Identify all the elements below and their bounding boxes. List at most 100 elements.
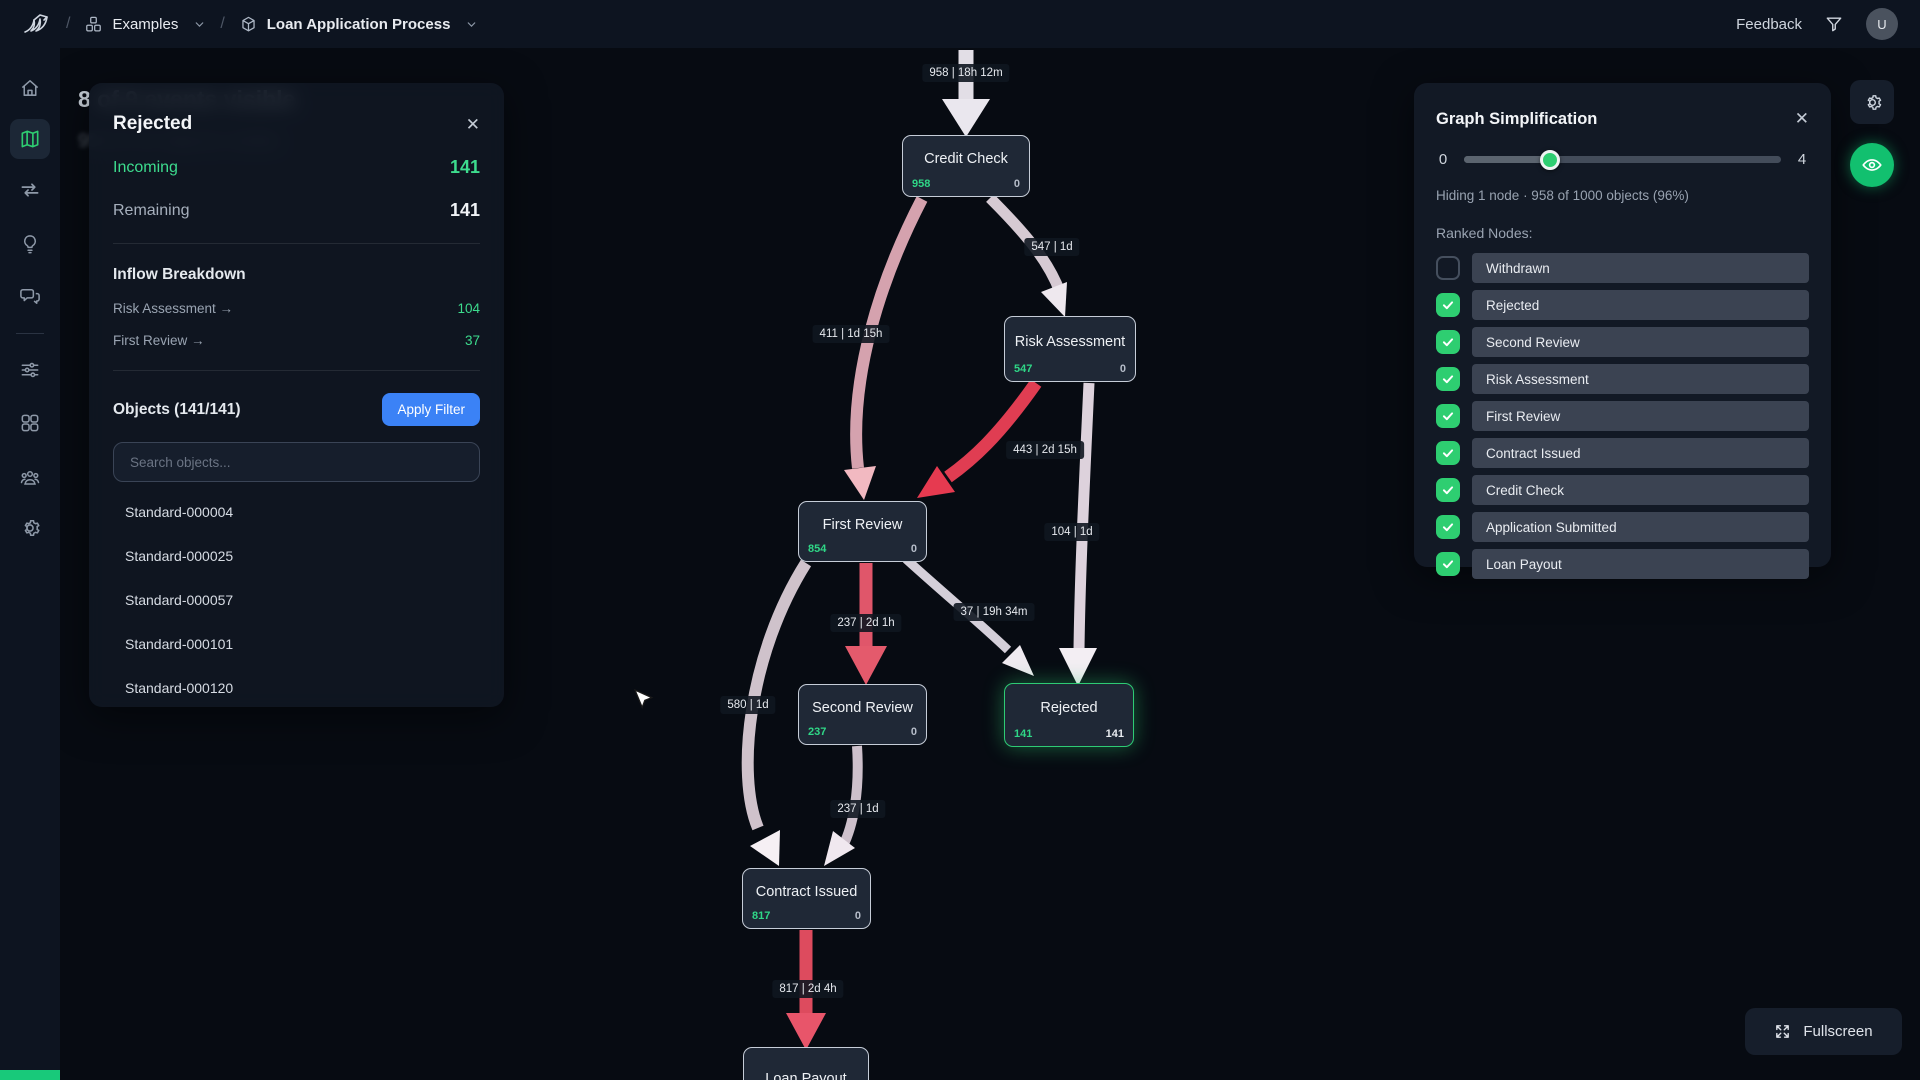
ranked-node-label[interactable]: First Review <box>1472 401 1809 431</box>
ranked-node-row: Contract Issued <box>1436 438 1809 468</box>
lightbulb-icon[interactable] <box>19 233 42 256</box>
sidebar <box>0 48 60 1080</box>
stat-row: Incoming 141 <box>113 157 480 178</box>
arrowhead-risk-assessment-to-first-review <box>917 466 955 498</box>
edge-label-risk-assessment-to-first-review: 443 | 2d 15h <box>1006 441 1084 459</box>
node-counts: 817 0 <box>743 910 870 928</box>
ranked-node-checkbox[interactable] <box>1436 441 1460 465</box>
filter-icon[interactable] <box>1824 14 1844 34</box>
visibility-eye-button[interactable] <box>1850 143 1894 187</box>
search-input[interactable] <box>128 453 465 471</box>
map-icon[interactable] <box>19 128 42 151</box>
apps-grid-icon[interactable] <box>19 412 42 435</box>
slider-fill <box>1464 156 1550 163</box>
inflow-breakdown-title: Inflow Breakdown <box>113 266 246 283</box>
feedback-link[interactable]: Feedback <box>1736 15 1802 33</box>
chevron-down-icon <box>465 18 478 31</box>
ranked-node-checkbox[interactable] <box>1436 552 1460 576</box>
inflow-count: 104 <box>457 301 480 316</box>
edge-second-review-to-contract-issued <box>838 745 863 849</box>
cubes-icon <box>84 15 103 34</box>
ranked-node-checkbox[interactable] <box>1436 367 1460 391</box>
close-icon[interactable]: ✕ <box>1794 109 1809 128</box>
node-title: Credit Check <box>924 151 1008 167</box>
ranked-node-row: Rejected <box>1436 290 1809 320</box>
ranked-node-label[interactable]: Rejected <box>1472 290 1809 320</box>
slider-max-label: 4 <box>1797 151 1807 168</box>
simplification-slider[interactable] <box>1464 149 1781 170</box>
node-out-count: 0 <box>854 910 861 922</box>
graph-settings-button[interactable] <box>1850 80 1894 124</box>
ranked-node-row: Credit Check <box>1436 475 1809 505</box>
object-list-item[interactable]: Standard-000101 <box>125 636 234 652</box>
ranked-node-label[interactable]: Risk Assessment <box>1472 364 1809 394</box>
ranked-node-label[interactable]: Credit Check <box>1472 475 1809 505</box>
breadcrumb-separator: / <box>66 15 71 32</box>
avatar[interactable]: U <box>1866 8 1898 40</box>
ranked-node-checkbox[interactable] <box>1436 478 1460 502</box>
node-title: Rejected <box>1040 700 1098 716</box>
inflow-count: 37 <box>464 333 480 348</box>
sliders-icon[interactable] <box>19 359 42 382</box>
home-icon[interactable] <box>19 77 42 100</box>
app-logo-icon[interactable] <box>22 11 52 37</box>
node-in-count: 547 <box>1014 363 1033 375</box>
node-title: Loan Payout <box>765 1071 847 1080</box>
ranked-node-label[interactable]: Loan Payout <box>1472 549 1809 579</box>
close-icon[interactable]: ✕ <box>465 114 480 134</box>
ranked-node-checkbox[interactable] <box>1436 404 1460 428</box>
object-search[interactable] <box>113 442 480 482</box>
fullscreen-button[interactable]: Fullscreen <box>1745 1008 1902 1055</box>
ranked-node-checkbox[interactable] <box>1436 256 1460 280</box>
breadcrumb-examples[interactable]: Examples <box>84 15 206 34</box>
panel-title: Rejected <box>113 113 193 134</box>
ranked-node-label[interactable]: Withdrawn <box>1472 253 1809 283</box>
breadcrumb-process[interactable]: Loan Application Process <box>239 15 479 34</box>
chat-icon[interactable] <box>19 285 42 308</box>
inflow-source-label[interactable]: First Review → <box>113 333 205 348</box>
apply-filter-button[interactable]: Apply Filter <box>382 393 480 426</box>
ranked-node-label[interactable]: Contract Issued <box>1472 438 1809 468</box>
chevron-down-icon <box>193 18 206 31</box>
node-in-count: 817 <box>752 910 771 922</box>
hiding-status-text: Hiding 1 node · 958 of 1000 objects (96%… <box>1436 188 1689 203</box>
ranked-node-row: Application Submitted <box>1436 512 1809 542</box>
edge-label-contract-issued-to-loan-payout: 817 | 2d 4h <box>772 980 844 998</box>
node-out-count: 141 <box>1105 728 1124 740</box>
stat-value: 141 <box>449 157 480 177</box>
ranked-node-row: Second Review <box>1436 327 1809 357</box>
graph-node-loan-payout[interactable]: Loan Payout <box>743 1047 869 1080</box>
arrowhead-credit-check-to-first-review <box>844 466 876 500</box>
arrowhead-credit-check-to-risk-assessment <box>1041 282 1067 317</box>
object-list-item[interactable]: Standard-000120 <box>125 680 234 696</box>
panel-title: Graph Simplification <box>1436 110 1598 128</box>
stat-label: Incoming <box>113 158 178 176</box>
object-list-item[interactable]: Standard-000057 <box>125 592 234 608</box>
inflow-row: First Review → 37 <box>113 333 480 348</box>
ranked-node-checkbox[interactable] <box>1436 515 1460 539</box>
arrowhead-first-review-to-contract-issued <box>750 830 780 866</box>
swap-arrows-icon[interactable] <box>19 179 42 202</box>
ranked-node-checkbox[interactable] <box>1436 330 1460 354</box>
object-list-item[interactable]: Standard-000004 <box>125 504 234 520</box>
ranked-node-label[interactable]: Second Review <box>1472 327 1809 357</box>
arrowhead-first-review-to-rejected <box>1002 645 1034 676</box>
slider-thumb[interactable] <box>1539 149 1560 170</box>
settings-gear-icon[interactable] <box>19 517 42 540</box>
ranked-node-label[interactable]: Application Submitted <box>1472 512 1809 542</box>
ranked-nodes-label: Ranked Nodes: <box>1436 225 1533 241</box>
object-list-item[interactable]: Standard-000025 <box>125 548 234 564</box>
inflow-source-label[interactable]: Risk Assessment → <box>113 301 234 316</box>
ranked-node-checkbox[interactable] <box>1436 293 1460 317</box>
team-icon[interactable] <box>18 466 42 490</box>
